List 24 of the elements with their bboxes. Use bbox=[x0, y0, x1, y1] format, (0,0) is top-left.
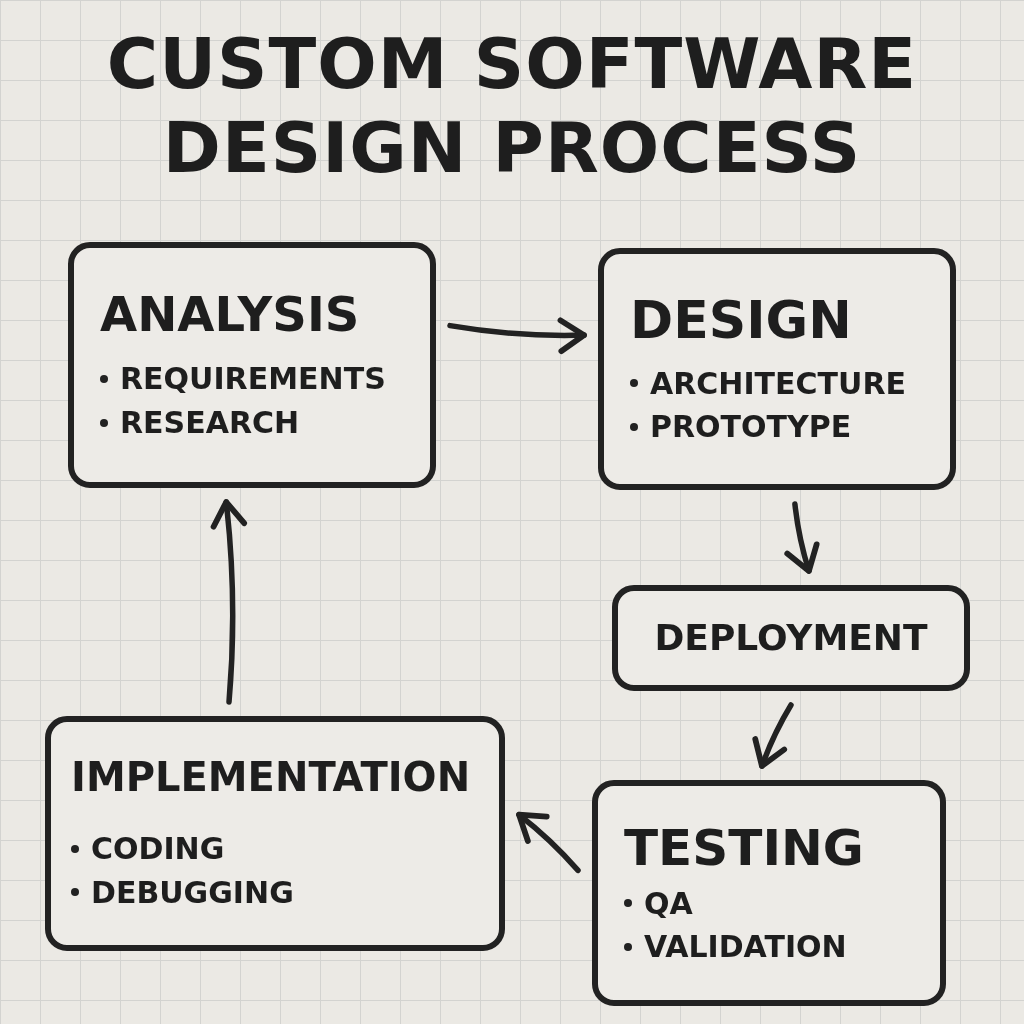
process-box bbox=[598, 248, 956, 490]
box-heading: IMPLEMENTATION bbox=[71, 753, 471, 801]
box-heading: DESIGN bbox=[630, 289, 852, 352]
box-heading: TESTING bbox=[624, 817, 864, 878]
process-box bbox=[612, 585, 970, 691]
process-box bbox=[45, 716, 505, 951]
box-heading: ANALYSIS bbox=[100, 285, 360, 344]
arrow bbox=[447, 317, 587, 354]
bullet-item: ARCHITECTURE bbox=[650, 364, 906, 403]
arrow bbox=[784, 501, 820, 574]
bullet-item: PROTOTYPE bbox=[650, 408, 852, 447]
bullet-item: VALIDATION bbox=[644, 928, 847, 966]
process-box bbox=[592, 780, 946, 1006]
title: CUSTOM SOFTWARE DESIGN PROCESS bbox=[105, 22, 919, 190]
bullet-item: CODING bbox=[91, 830, 225, 868]
arrow bbox=[752, 702, 794, 769]
process-box bbox=[68, 242, 436, 488]
bullet-item: QA bbox=[644, 884, 693, 923]
bullet-item: RESEARCH bbox=[120, 403, 300, 442]
arrow bbox=[210, 499, 247, 705]
bullet-item: REQUIREMENTS bbox=[120, 360, 386, 399]
bullet-item: DEBUGGING bbox=[91, 873, 294, 912]
arrow bbox=[516, 811, 581, 874]
box-heading: DEPLOYMENT bbox=[654, 616, 928, 660]
